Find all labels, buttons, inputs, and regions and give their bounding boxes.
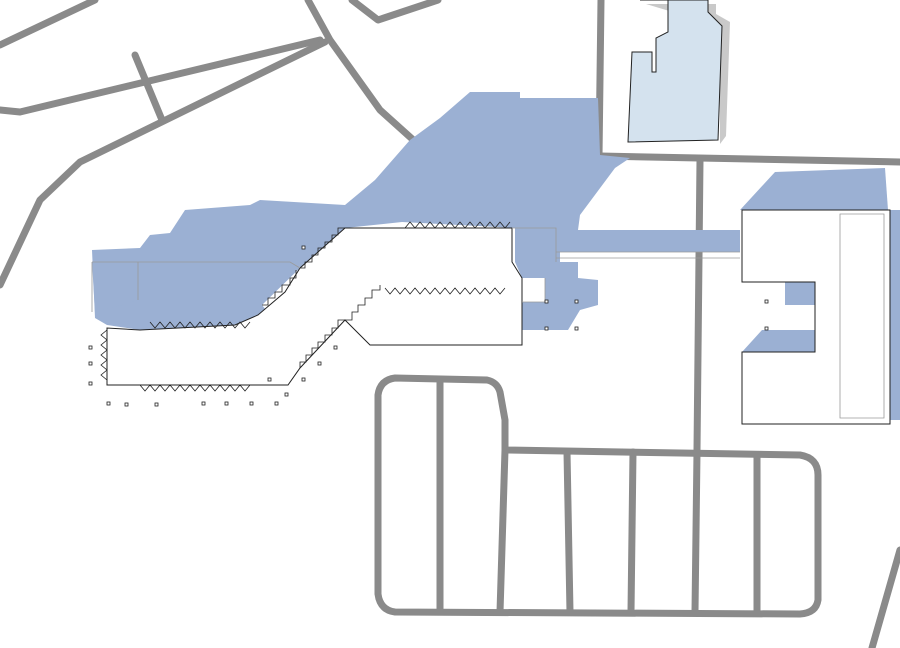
road-left-curve <box>0 38 329 289</box>
post-marker <box>249 401 254 406</box>
site-posts <box>88 245 769 407</box>
post-marker <box>224 401 229 406</box>
facade-steps-diagonal-mid <box>262 270 297 306</box>
road-vertical-600 <box>595 0 605 160</box>
post-marker <box>333 345 338 350</box>
highlighted-building[interactable] <box>627 0 730 144</box>
post-marker <box>764 326 769 331</box>
post-marker <box>267 377 272 382</box>
post-marker <box>764 299 769 304</box>
facade-steps-diagonal-lower <box>299 319 345 368</box>
shadow-right-complex <box>740 168 888 210</box>
facade-steps-center <box>345 285 381 321</box>
highlighted-building-shadow <box>646 4 730 144</box>
main-building-upper-wing <box>92 261 301 269</box>
shadow-right-notch-top <box>785 282 815 305</box>
road-vertical-700 <box>693 156 704 454</box>
connector-corridor <box>556 251 740 259</box>
east-building-inner-wing <box>839 213 885 419</box>
shadow-main-complex <box>92 92 740 355</box>
highlighted-building-shape[interactable] <box>627 0 723 143</box>
post-marker <box>574 326 579 331</box>
annex-block <box>522 278 546 303</box>
parking-divider-4 <box>627 448 637 616</box>
post-marker <box>88 345 93 350</box>
post-marker <box>88 381 93 386</box>
facade-zigzag-middle <box>384 287 506 295</box>
east-building[interactable] <box>741 209 891 425</box>
main-building-top-edge <box>512 227 557 262</box>
post-marker <box>574 299 579 304</box>
post-marker <box>106 401 111 406</box>
road-upper-left-long <box>0 36 324 116</box>
parking-divider-2 <box>496 446 509 616</box>
facade-zigzag-west <box>100 329 108 381</box>
post-marker <box>274 401 279 406</box>
road-top-center <box>348 0 442 24</box>
post-marker <box>301 377 306 382</box>
shadow-layer <box>92 92 900 420</box>
post-marker <box>201 401 206 406</box>
facade-zigzag-bottom <box>139 384 251 392</box>
post-marker <box>317 361 322 366</box>
road-left-spur <box>131 51 166 124</box>
shadow-left-strip <box>92 262 138 312</box>
main-building[interactable] <box>91 221 740 392</box>
facade-zigzag-top <box>404 221 511 229</box>
shadow-right-notch-bottom <box>742 330 815 352</box>
post-marker <box>301 245 306 250</box>
post-marker <box>544 299 549 304</box>
post-marker <box>154 402 159 407</box>
post-marker <box>544 326 549 331</box>
post-marker <box>88 361 93 366</box>
parking-lot-outline <box>374 374 822 618</box>
east-building-footprint[interactable] <box>741 209 891 425</box>
main-building-footprint[interactable] <box>106 227 523 386</box>
road-right-diagonal <box>868 546 900 648</box>
parking-divider-5 <box>691 448 701 616</box>
facade-steps-diagonal-upper <box>300 227 345 269</box>
road-top-left-diagonal <box>0 0 99 49</box>
post-marker <box>124 402 129 407</box>
facade-zigzag-left <box>149 321 251 329</box>
parking-divider-3 <box>563 448 574 616</box>
post-marker <box>284 392 289 397</box>
